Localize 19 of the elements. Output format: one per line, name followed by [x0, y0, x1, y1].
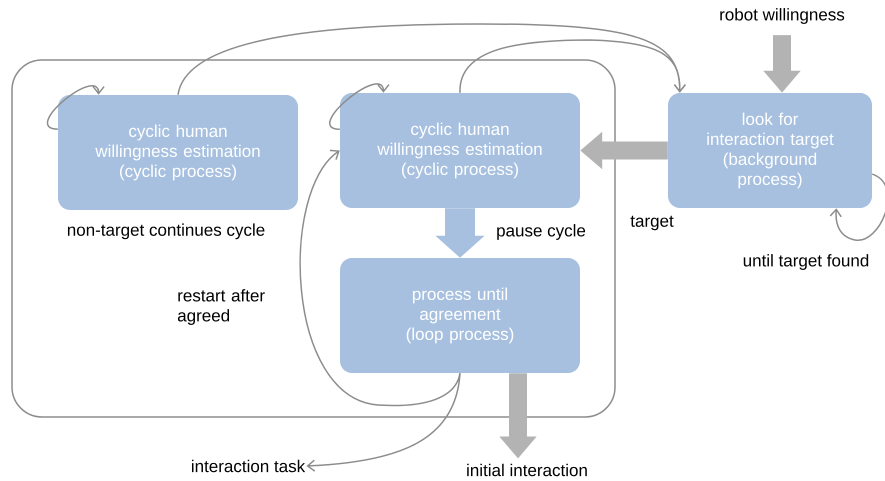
edge-label: target — [630, 216, 674, 230]
arrow — [329, 83, 390, 130]
terminal-text: robot willingness — [720, 8, 844, 24]
process-box: cyclic human willingness estimation (cyclic process) — [58, 95, 298, 210]
arrow — [299, 150, 461, 406]
node-caption: non-target continues cycle — [68, 223, 264, 240]
container-frame — [11, 59, 616, 418]
edge-label: until target found — [744, 254, 868, 270]
process-box: cyclic human willingness estimation (cyclic process) — [340, 93, 580, 208]
arrow — [459, 39, 686, 93]
arrow — [306, 373, 461, 472]
edge-label: restart after agreed — [178, 289, 265, 325]
arrow — [830, 173, 885, 241]
arrow — [46, 85, 105, 130]
edge-label: pause cycle — [497, 224, 586, 240]
terminal-text: initial interaction — [467, 464, 587, 476]
process-box: process until agreement (loop process) — [340, 258, 580, 373]
process-box: look for interaction target (background process) — [668, 93, 872, 208]
terminal-text: interaction task — [192, 460, 306, 472]
